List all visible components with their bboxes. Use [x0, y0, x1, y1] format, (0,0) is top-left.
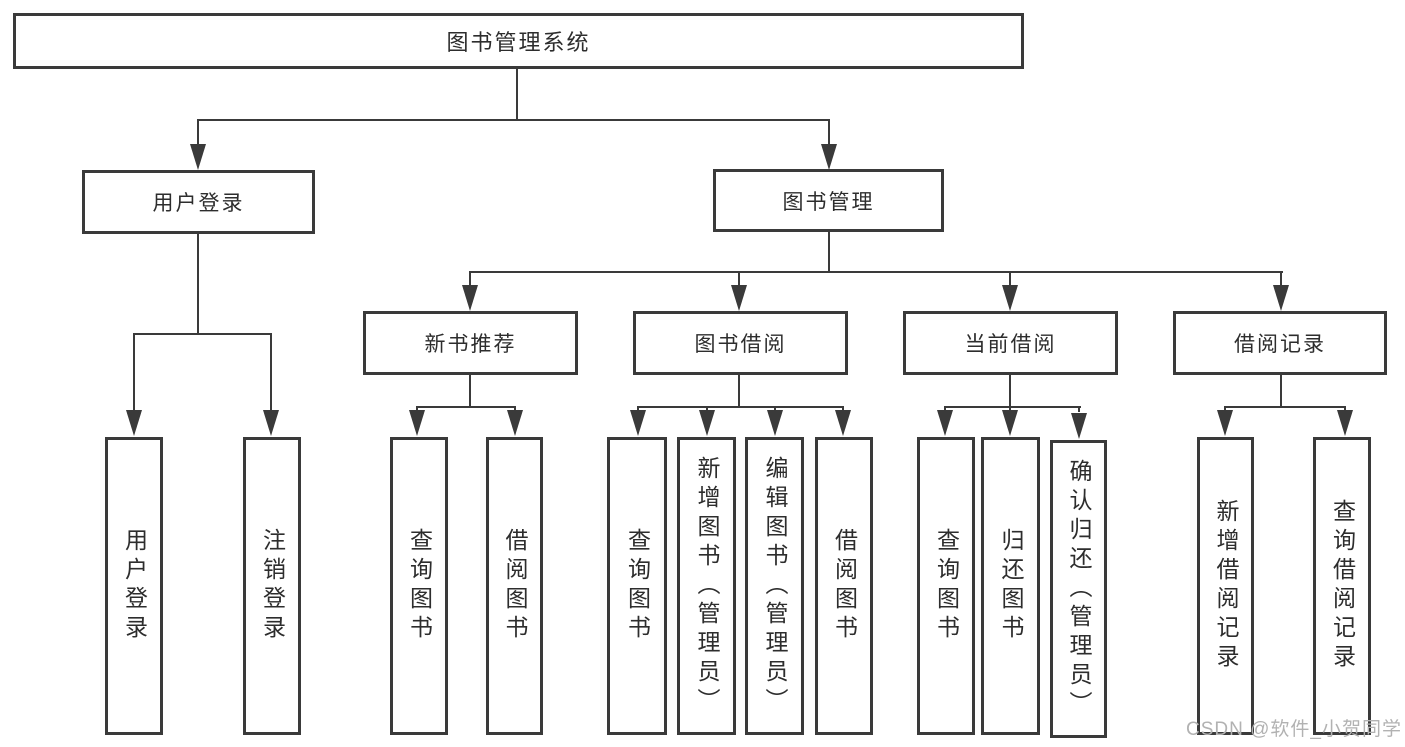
leaf-query-books: 查询图书	[390, 437, 448, 735]
node-borrow-records: 借阅记录	[1173, 311, 1387, 375]
arrow-down-icon	[937, 410, 953, 436]
connector-line	[270, 333, 272, 412]
node-label: 图书管理	[782, 190, 875, 214]
arrow-down-icon	[767, 410, 783, 436]
connector-line	[944, 406, 1081, 408]
node-library-management-system: 图书管理系统	[13, 13, 1024, 69]
leaf-label: 查询图书	[624, 528, 651, 644]
connector-line	[469, 271, 471, 287]
connector-line	[828, 119, 830, 146]
connector-line	[828, 232, 830, 273]
node-user-login: 用户登录	[82, 170, 315, 234]
connector-line	[416, 406, 418, 412]
connector-line	[637, 406, 639, 412]
arrow-down-icon	[699, 410, 715, 436]
connector-line	[516, 68, 518, 121]
leaf-label: 借阅图书	[831, 528, 858, 644]
leaf-label: 确认归还（管理员）	[1066, 458, 1092, 720]
connector-line	[1224, 406, 1346, 408]
connector-line	[738, 271, 740, 287]
connector-line	[1009, 375, 1011, 408]
leaf-edit-books-admin: 编辑图书（管理员）	[745, 437, 804, 735]
connector-line	[738, 375, 740, 408]
leaf-label: 归还图书	[998, 528, 1024, 644]
arrow-down-icon	[1071, 413, 1087, 439]
connector-line	[1280, 271, 1282, 287]
connector-line	[469, 271, 1283, 273]
connector-line	[637, 406, 844, 408]
leaf-label: 新增图书（管理员）	[694, 455, 720, 717]
csdn-watermark: CSDN @软件_小贺同学	[1186, 719, 1402, 740]
connector-line	[1224, 406, 1226, 412]
arrow-down-icon	[630, 410, 646, 436]
connector-line	[469, 375, 471, 408]
connector-line	[197, 119, 199, 146]
leaf-query-borrow-record: 查询借阅记录	[1313, 437, 1371, 735]
leaf-label: 查询图书	[406, 528, 433, 644]
arrow-down-icon	[1217, 410, 1233, 436]
leaf-query-books: 查询图书	[917, 437, 975, 735]
leaf-label: 查询图书	[933, 528, 960, 644]
leaf-label: 新增借阅记录	[1213, 499, 1239, 673]
leaf-logout: 注销登录	[243, 437, 301, 735]
arrow-down-icon	[263, 410, 279, 436]
connector-line	[133, 333, 272, 335]
node-label: 新书推荐	[424, 333, 517, 356]
leaf-label: 用户登录	[121, 528, 148, 644]
leaf-query-books: 查询图书	[607, 437, 667, 735]
arrow-down-icon	[1002, 410, 1018, 436]
connector-line	[197, 234, 199, 335]
connector-line	[706, 406, 708, 412]
leaf-add-books-admin: 新增图书（管理员）	[677, 437, 736, 735]
leaf-label: 编辑图书（管理员）	[762, 455, 788, 717]
connector-line	[133, 333, 135, 412]
connector-line	[1280, 375, 1282, 408]
connector-line	[197, 119, 830, 121]
connector-line	[944, 406, 946, 412]
arrow-down-icon	[731, 285, 747, 311]
connector-line	[1009, 406, 1011, 412]
arrow-down-icon	[126, 410, 142, 436]
arrow-down-icon	[409, 410, 425, 436]
connector-line	[1344, 406, 1346, 412]
leaf-return-books: 归还图书	[981, 437, 1040, 735]
connector-line	[514, 406, 516, 412]
leaf-add-borrow-record: 新增借阅记录	[1197, 437, 1254, 735]
leaf-label: 借阅图书	[502, 528, 528, 644]
node-current-borrow: 当前借阅	[903, 311, 1118, 375]
node-label: 当前借阅	[964, 333, 1057, 356]
leaf-borrow-books: 借阅图书	[815, 437, 873, 735]
connector-line	[1078, 406, 1080, 412]
connector-line	[1009, 271, 1011, 287]
connector-line	[774, 406, 776, 412]
leaf-label: 注销登录	[259, 528, 286, 644]
arrow-down-icon	[462, 285, 478, 311]
node-book-management: 图书管理	[713, 169, 944, 232]
arrow-down-icon	[1002, 285, 1018, 311]
connector-line	[842, 406, 844, 412]
leaf-borrow-books: 借阅图书	[486, 437, 543, 735]
leaf-label: 查询借阅记录	[1329, 499, 1356, 673]
node-label: 图书管理系统	[446, 30, 591, 55]
node-new-book-recommend: 新书推荐	[363, 311, 578, 375]
connector-line	[416, 406, 516, 408]
node-book-borrow: 图书借阅	[633, 311, 848, 375]
node-label: 图书借阅	[694, 333, 787, 356]
arrow-down-icon	[507, 410, 523, 436]
arrow-down-icon	[835, 410, 851, 436]
node-label: 借阅记录	[1234, 333, 1326, 356]
arrow-down-icon	[1273, 285, 1289, 311]
node-label: 用户登录	[152, 192, 245, 215]
leaf-confirm-return-admin: 确认归还（管理员）	[1050, 440, 1107, 738]
arrow-down-icon	[1337, 410, 1353, 436]
leaf-user-login: 用户登录	[105, 437, 163, 735]
arrow-down-icon	[190, 144, 206, 170]
arrow-down-icon	[821, 144, 837, 170]
